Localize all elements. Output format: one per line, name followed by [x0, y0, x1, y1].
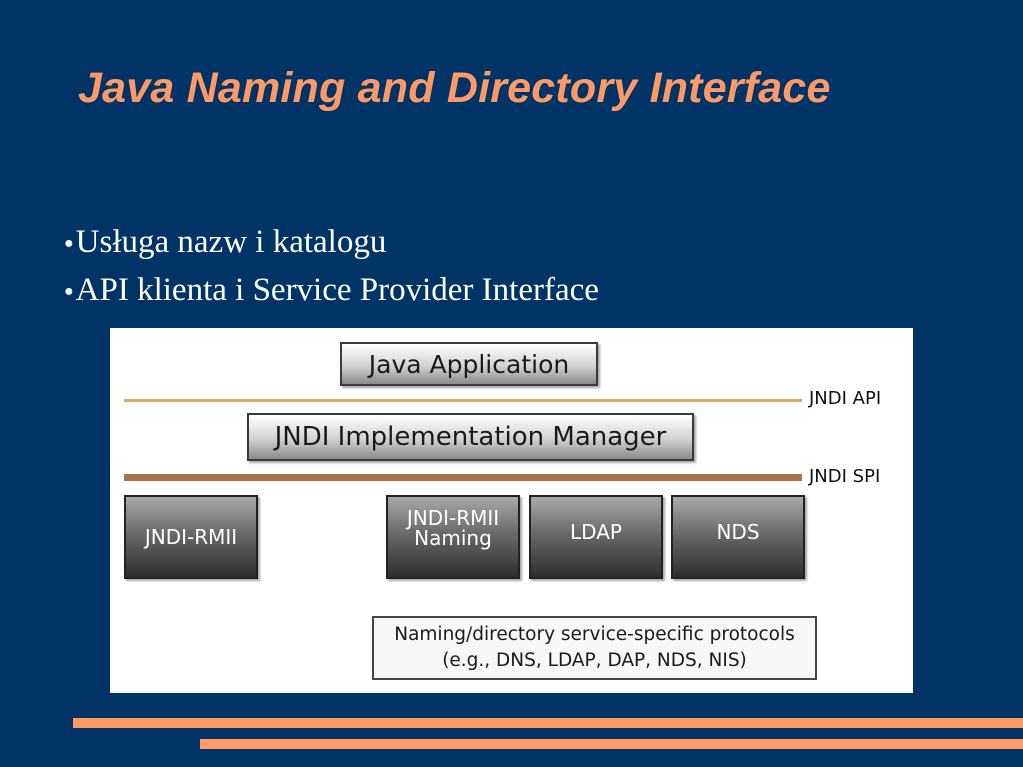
provider-label-sub: Naming [414, 526, 492, 550]
provider-label: JNDI-RMII [144, 525, 238, 549]
bullet-text: Usługa nazw i katalogu [75, 224, 387, 260]
java-application-box: Java Application [340, 342, 598, 386]
implementation-manager-box: JNDI Implementation Manager [247, 413, 694, 461]
jndi-api-line [124, 399, 802, 402]
protocols-box: Naming/directory service-specific protoc… [372, 616, 817, 680]
provider-ldap-box: LDAP [529, 495, 663, 579]
protocols-line-1: Naming/directory service-specific protoc… [394, 624, 795, 646]
accent-stripe-bottom [200, 739, 1023, 749]
provider-label: JNDI-RMII [406, 506, 500, 530]
bullet-item: ●Usługa nazw i katalogu [64, 222, 599, 270]
accent-stripe-top [73, 718, 1023, 728]
slide-title: Java Naming and Directory Interface [78, 64, 831, 112]
protocols-line-2: (e.g., DNS, LDAP, DAP, NDS, NIS) [442, 650, 747, 671]
jndi-architecture-diagram: Java Application JNDI API JNDI Implement… [110, 328, 913, 693]
provider-label: NDS [716, 520, 760, 544]
bullet-text: API klienta i Service Provider Interface [75, 272, 599, 308]
provider-nds-box: NDS [671, 495, 805, 579]
jndi-spi-label: JNDI SPI [809, 466, 881, 487]
bullet-icon: ● [64, 283, 74, 301]
provider-label: LDAP [570, 520, 622, 544]
jndi-api-label: JNDI API [809, 388, 882, 409]
provider-jndi-rmii-naming-box: JNDI-RMII Naming [386, 495, 520, 579]
provider-jndi-rmii-box: JNDI-RMII [124, 495, 258, 579]
bullet-item: ●API klienta i Service Provider Interfac… [64, 270, 599, 318]
jndi-spi-line [124, 474, 802, 481]
bullet-icon: ● [64, 235, 74, 253]
bullet-list: ●Usługa nazw i katalogu ●API klienta i S… [64, 222, 599, 318]
